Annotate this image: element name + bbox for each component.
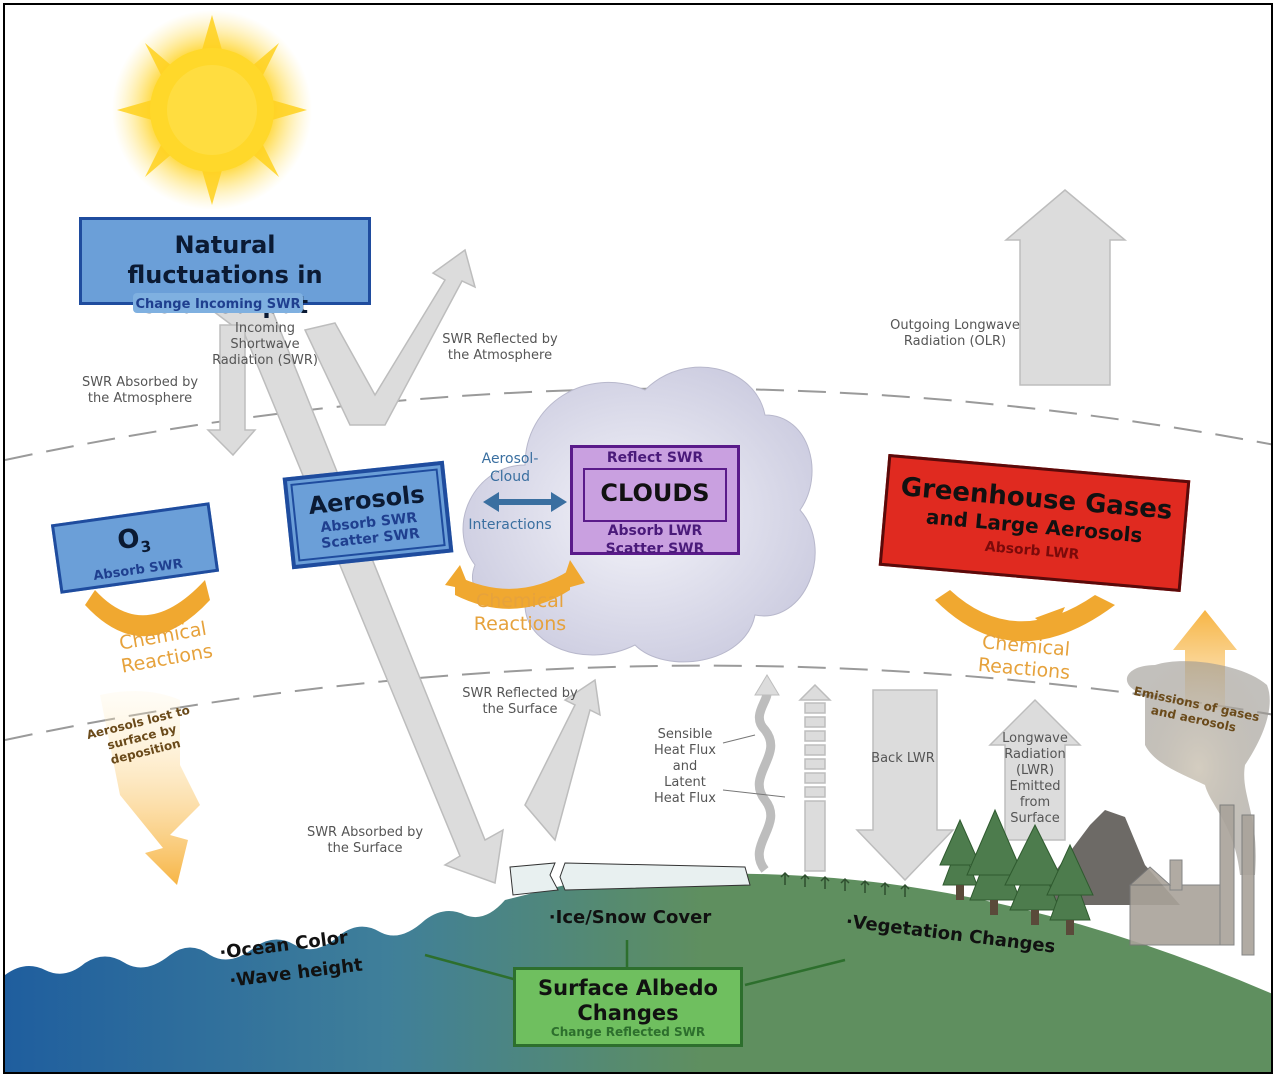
o3-title: O (115, 523, 142, 557)
label-aerosol-cloud-1: Aerosol- Cloud (481, 451, 539, 485)
sun-icon (112, 10, 312, 210)
surface-albedo-subtitle: Change Reflected SWR (516, 1025, 740, 1039)
swr-reflected-surface-arrow (524, 678, 601, 842)
label-olr: Outgoing Longwave Radiation (OLR) (890, 318, 1020, 349)
chemical-arc-o3 (85, 580, 210, 637)
label-heat-flux: Sensible Heat Flux and Latent Heat Flux (654, 727, 716, 806)
solar-output-subtitle: Change Incoming SWR (135, 297, 301, 312)
aerosol-cloud-double-arrow (483, 492, 567, 512)
swr-absorbed-atmosphere-arrow (206, 324, 257, 457)
diagram-frame: Natural fluctuations in solar output Cha… (3, 3, 1273, 1074)
ice-sheet (509, 862, 751, 896)
label-aerosol-cloud-2: Interactions (468, 517, 552, 533)
sensible-heat-arrow (754, 688, 776, 873)
label-ice-snow: ·Ice/Snow Cover (548, 907, 712, 928)
factory (1128, 804, 1255, 956)
olr-arrow (1003, 189, 1128, 386)
label-swr-reflected-atm: SWR Reflected by the Atmosphere (442, 332, 558, 363)
albedo-connectors (424, 940, 846, 987)
trees (939, 808, 1094, 935)
surface-albedo-title: Surface Albedo Changes (538, 976, 718, 1025)
clouds-line1: Absorb LWR (607, 523, 703, 539)
deposition-funnel (100, 691, 200, 885)
label-lwr-emitted: Longwave Radiation (LWR) Emitted from Su… (1002, 731, 1068, 826)
clouds-inner-frame: CLOUDS (583, 468, 727, 522)
lwr-emitted-arrow (988, 698, 1082, 841)
chemical-arc-ghg (935, 590, 1115, 642)
aerosols-box: Aerosols Absorb SWR Scatter SWR (282, 460, 454, 570)
grass (780, 871, 910, 897)
label-swr-absorbed-surface: SWR Absorbed by the Surface (306, 825, 424, 856)
latent-heat-arrow (798, 683, 832, 872)
label-swr-reflected-surface: SWR Reflected by the Surface (462, 686, 578, 717)
label-incoming-swr: Incoming Shortwave Radiation (SWR) (212, 321, 318, 368)
lower-atmosphere-boundary (5, 664, 1271, 741)
solar-subtitle-pill: Change Incoming SWR (133, 293, 303, 313)
o3-subscript: 3 (139, 537, 153, 557)
solar-output-box: Natural fluctuations in solar output (79, 217, 371, 319)
clouds-box: Reflect SWR CLOUDS Absorb LWR Scatter SW… (570, 445, 740, 557)
back-lwr-arrow (855, 689, 955, 882)
chemical-arc-aerosol (455, 570, 570, 609)
label-back-lwr: Back LWR (871, 751, 935, 766)
clouds-line2: Scatter SWR (605, 541, 705, 557)
clouds-title: CLOUDS (600, 479, 710, 507)
label-chem-aerosol: Chemical Reactions (473, 590, 567, 635)
label-swr-absorbed-atm: SWR Absorbed by the Atmosphere (81, 375, 199, 406)
swr-reflected-atmosphere-arrow (303, 248, 477, 426)
surface-albedo-box: Surface Albedo Changes Change Reflected … (513, 967, 743, 1047)
diagram-artwork (5, 10, 1271, 1072)
clouds-top: Reflect SWR (606, 450, 704, 466)
